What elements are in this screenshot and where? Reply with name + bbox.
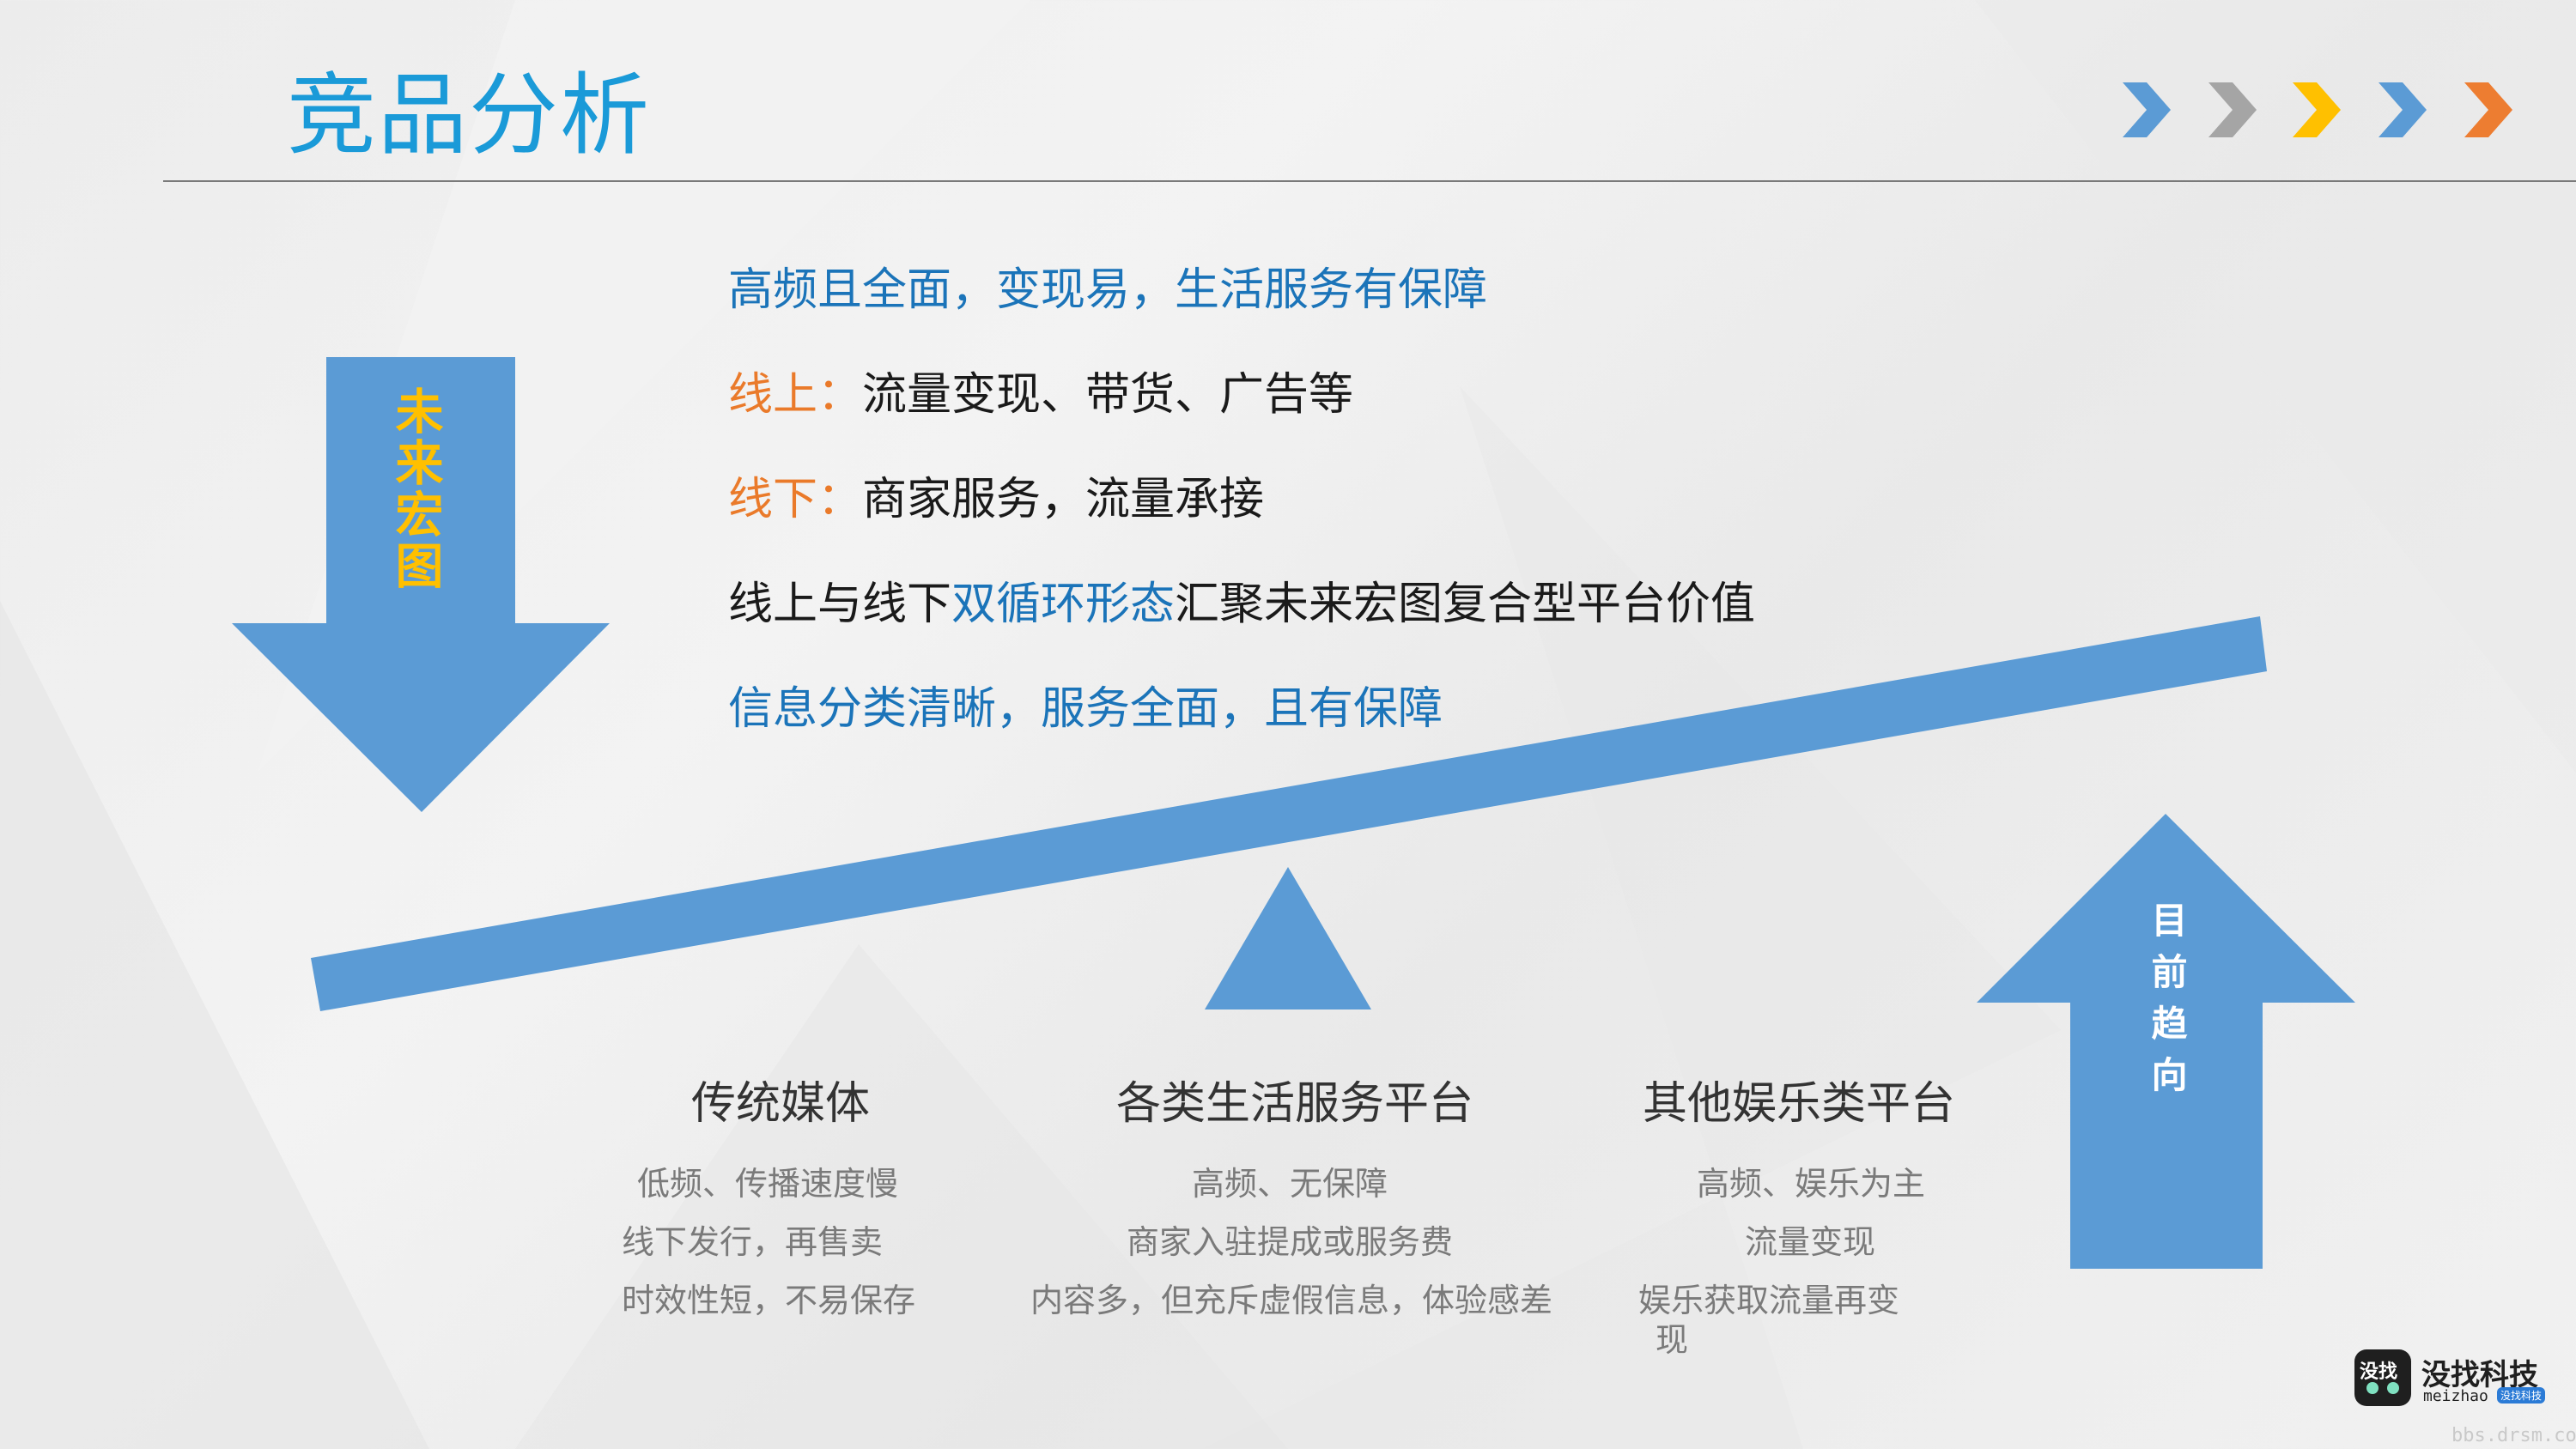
chevron-5-icon bbox=[2464, 82, 2512, 137]
column-traditional-item: 线下发行，再售卖 bbox=[622, 1223, 884, 1261]
up-arrow bbox=[1977, 814, 2355, 1269]
line-2: 线上：流量变现、带货、广告等 bbox=[728, 373, 1353, 417]
line-1: 高频且全面，变现易，生活服务有保障 bbox=[728, 264, 1488, 316]
line-4-post: 汇聚未来宏图复合型平台价值 bbox=[1175, 579, 1756, 630]
chevron-1-icon bbox=[2123, 82, 2171, 137]
logo-eye-left bbox=[2366, 1382, 2379, 1394]
logo-tag: 没找科技 bbox=[2497, 1387, 2546, 1404]
column-traditional-item: 低频、传播速度慢 bbox=[637, 1165, 899, 1203]
title-divider bbox=[163, 180, 2576, 182]
logo-badge: 没找 bbox=[2354, 1349, 2411, 1406]
column-entertainment-item: 现 bbox=[1656, 1321, 1689, 1359]
column-entertainment-item: 娱乐获取流量再变 bbox=[1638, 1282, 1900, 1319]
column-services-title: 各类生活服务平台 bbox=[1116, 1078, 1474, 1130]
column-entertainment-item: 流量变现 bbox=[1745, 1223, 1876, 1261]
line-3-label: 线下： bbox=[728, 474, 863, 525]
line-2-text: 流量变现、带货、广告等 bbox=[862, 369, 1354, 421]
column-services-item: 内容多，但充斥虚假信息，体验感差 bbox=[1030, 1282, 1553, 1319]
line-3-text: 商家服务，流量承接 bbox=[862, 474, 1265, 525]
fulcrum-triangle bbox=[1205, 867, 1371, 1009]
chevron-3-icon bbox=[2293, 82, 2341, 137]
line-5: 信息分类清晰，服务全面，且有保障 bbox=[728, 683, 1443, 735]
logo-sub: meizhao bbox=[2423, 1387, 2488, 1405]
chevron-2-icon bbox=[2208, 82, 2257, 137]
line-4: 线上与线下双循环形态汇聚未来宏图复合型平台价值 bbox=[728, 582, 1755, 627]
line-2-label: 线上： bbox=[728, 369, 863, 421]
logo-badge-text: 没找 bbox=[2360, 1361, 2398, 1383]
logo-eye-right bbox=[2387, 1382, 2399, 1394]
column-entertainment-item: 高频、娱乐为主 bbox=[1697, 1165, 1926, 1203]
up-arrow-label: 目前趋向 bbox=[2146, 901, 2188, 1107]
line-4-highlight: 双循环形态 bbox=[951, 579, 1176, 630]
down-arrow bbox=[232, 357, 610, 812]
down-arrow-label: 未来宏图 bbox=[387, 386, 443, 592]
watermark: bbs.drsm.com bbox=[2451, 1425, 2576, 1446]
column-services-item: 高频、无保障 bbox=[1192, 1165, 1388, 1203]
chevron-4-icon bbox=[2379, 82, 2427, 137]
column-services-item: 商家入驻提成或服务费 bbox=[1127, 1223, 1454, 1261]
line-4-pre: 线上与线下 bbox=[728, 579, 952, 630]
column-traditional-title: 传统媒体 bbox=[691, 1078, 871, 1130]
page-title: 竞品分析 bbox=[287, 63, 652, 167]
seesaw-beam bbox=[311, 616, 2267, 1011]
column-entertainment-title: 其他娱乐类平台 bbox=[1643, 1078, 1956, 1130]
line-3: 线下：商家服务，流量承接 bbox=[728, 477, 1264, 522]
logo-name: 没找科技 bbox=[2421, 1358, 2538, 1392]
column-traditional-item: 时效性短，不易保存 bbox=[622, 1282, 916, 1319]
